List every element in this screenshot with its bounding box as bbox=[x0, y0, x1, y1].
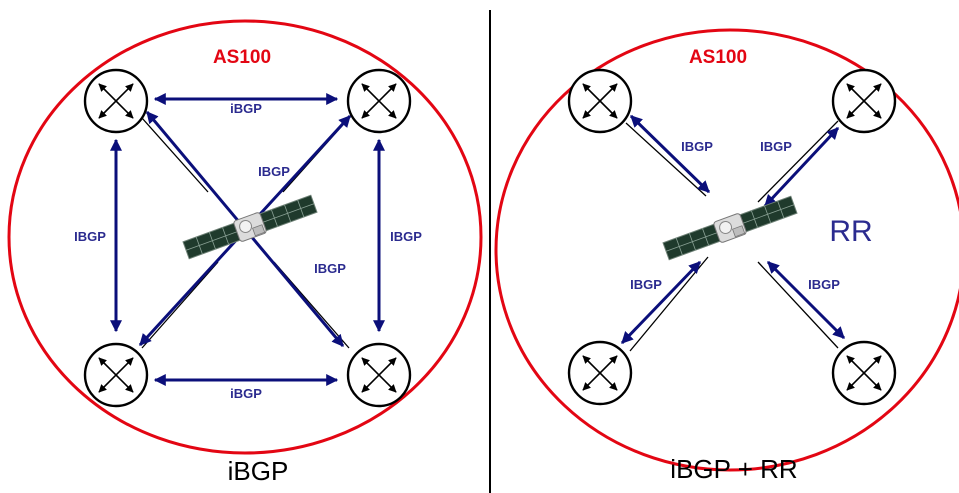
rr-label: RR bbox=[829, 215, 872, 248]
link-line bbox=[141, 117, 209, 193]
router-icon bbox=[569, 342, 631, 404]
satellite-icon bbox=[181, 192, 319, 262]
session-arrow bbox=[766, 260, 846, 340]
right-panel: AS100 IBGP IBGP IBGP IBGP RR iBGP + RR bbox=[494, 28, 959, 484]
session-label: IBGP bbox=[681, 139, 713, 154]
router-icon bbox=[833, 342, 895, 404]
router-icon bbox=[348, 344, 410, 406]
link-line bbox=[757, 120, 839, 203]
session-arrow bbox=[620, 260, 702, 345]
router-icon bbox=[348, 70, 410, 132]
router-icon bbox=[569, 70, 631, 132]
left-panel: AS100 iBGP IBGP IBGP IBGP IBGP iBGP iBGP bbox=[7, 19, 483, 486]
session-label: IBGP bbox=[808, 277, 840, 292]
panel-caption: iBGP + RR bbox=[670, 454, 797, 484]
as-label: AS100 bbox=[689, 47, 747, 68]
panel-caption: iBGP bbox=[228, 456, 289, 486]
session-arrow bbox=[629, 114, 711, 194]
session-label: IBGP bbox=[314, 261, 346, 276]
session-label: iBGP bbox=[230, 101, 262, 116]
link-line bbox=[629, 256, 709, 352]
router-icon bbox=[833, 70, 895, 132]
session-label: IBGP bbox=[630, 277, 662, 292]
session-label: iBGP bbox=[230, 386, 262, 401]
session-label: IBGP bbox=[74, 229, 106, 244]
session-arrow bbox=[763, 126, 840, 208]
router-icon bbox=[85, 344, 147, 406]
link-line bbox=[141, 261, 219, 349]
as-boundary bbox=[494, 28, 959, 472]
session-label: IBGP bbox=[390, 229, 422, 244]
session-label: IBGP bbox=[258, 164, 290, 179]
link-line bbox=[757, 261, 839, 349]
session-label: IBGP bbox=[760, 139, 792, 154]
satellite-icon bbox=[661, 193, 799, 263]
as-label: AS100 bbox=[213, 47, 271, 68]
router-icon bbox=[85, 70, 147, 132]
as-boundary bbox=[7, 19, 483, 455]
link-line bbox=[625, 122, 707, 197]
